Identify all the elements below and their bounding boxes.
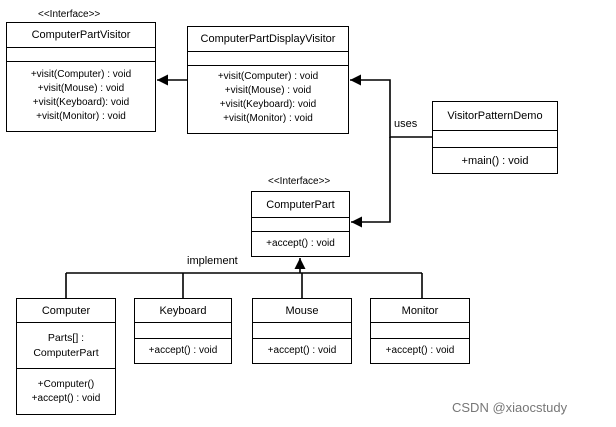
uses-arrow-to-computer-part bbox=[351, 137, 391, 228]
computer-part-display-visitor-class: ComputerPartDisplayVisitor +visit(Comput… bbox=[187, 26, 349, 134]
method: +visit(Computer) : void bbox=[30, 69, 132, 80]
class-name: Mouse bbox=[285, 304, 319, 317]
class-methods: +visit(Computer) : void +visit(Mouse) : … bbox=[7, 61, 155, 131]
computer-part-visitor-class: ComputerPartVisitor +visit(Computer) : v… bbox=[6, 22, 156, 132]
class-methods: +visit(Computer) : void +visit(Mouse) : … bbox=[188, 65, 348, 133]
class-attributes bbox=[253, 322, 351, 338]
method: +visit(Mouse) : void bbox=[37, 83, 125, 94]
method: +visit(Mouse) : void bbox=[224, 85, 312, 96]
method: +visit(Computer) : void bbox=[217, 71, 319, 82]
method: +accept() : void bbox=[267, 345, 337, 356]
class-attributes bbox=[371, 322, 469, 338]
uses-label: uses bbox=[394, 118, 418, 130]
method: +accept() : void bbox=[148, 345, 218, 356]
method: +accept() : void bbox=[31, 392, 101, 404]
method: +accept() : void bbox=[266, 238, 335, 249]
attribute: ComputerPart bbox=[33, 346, 99, 359]
class-name: ComputerPart bbox=[266, 198, 335, 211]
class-attributes bbox=[188, 51, 348, 65]
class-attributes bbox=[252, 217, 349, 231]
attribute: Parts[] : bbox=[47, 331, 85, 344]
keyboard-class: Keyboard +accept() : void bbox=[134, 298, 232, 364]
monitor-class: Monitor +accept() : void bbox=[370, 298, 470, 364]
class-methods: +accept() : void bbox=[253, 338, 351, 363]
method: +accept() : void bbox=[385, 345, 455, 356]
class-name: ComputerPartDisplayVisitor bbox=[200, 33, 336, 45]
part-interface-stereotype: <<Interface>> bbox=[268, 176, 331, 187]
mouse-class: Mouse +accept() : void bbox=[252, 298, 352, 364]
method: +visit(Monitor) : void bbox=[36, 111, 126, 122]
class-name: Keyboard bbox=[159, 304, 207, 317]
class-attributes bbox=[7, 47, 155, 61]
class-methods: +main() : void bbox=[433, 147, 557, 173]
method: +visit(Keyboard): void bbox=[32, 97, 130, 108]
watermark: CSDN @xiaocstudy bbox=[452, 400, 568, 415]
class-attributes bbox=[135, 322, 231, 338]
class-attributes bbox=[433, 130, 557, 147]
method: +visit(Monitor) : void bbox=[223, 113, 313, 124]
class-name: Monitor bbox=[401, 304, 439, 317]
class-methods: +Computer() +accept() : void bbox=[17, 368, 115, 414]
method: +visit(Keyboard): void bbox=[219, 99, 317, 110]
class-name: ComputerPartVisitor bbox=[31, 29, 131, 41]
uses-arrow-to-display-visitor bbox=[350, 74, 432, 138]
implement-label: implement bbox=[187, 255, 238, 267]
class-attributes: Parts[] : ComputerPart bbox=[17, 322, 115, 368]
class-name: VisitorPatternDemo bbox=[447, 110, 543, 122]
visitor-pattern-demo-class: VisitorPatternDemo +main() : void bbox=[432, 101, 558, 174]
class-methods: +accept() : void bbox=[252, 231, 349, 256]
class-name: Computer bbox=[41, 304, 91, 317]
computer-part-class: ComputerPart +accept() : void bbox=[251, 191, 350, 257]
method: +Computer() bbox=[37, 378, 95, 390]
class-methods: +accept() : void bbox=[371, 338, 469, 363]
computer-class: Computer Parts[] : ComputerPart +Compute… bbox=[16, 298, 116, 415]
visitor-interface-stereotype: <<Interface>> bbox=[38, 9, 101, 20]
class-methods: +accept() : void bbox=[135, 338, 231, 363]
method: +main() : void bbox=[461, 154, 529, 167]
